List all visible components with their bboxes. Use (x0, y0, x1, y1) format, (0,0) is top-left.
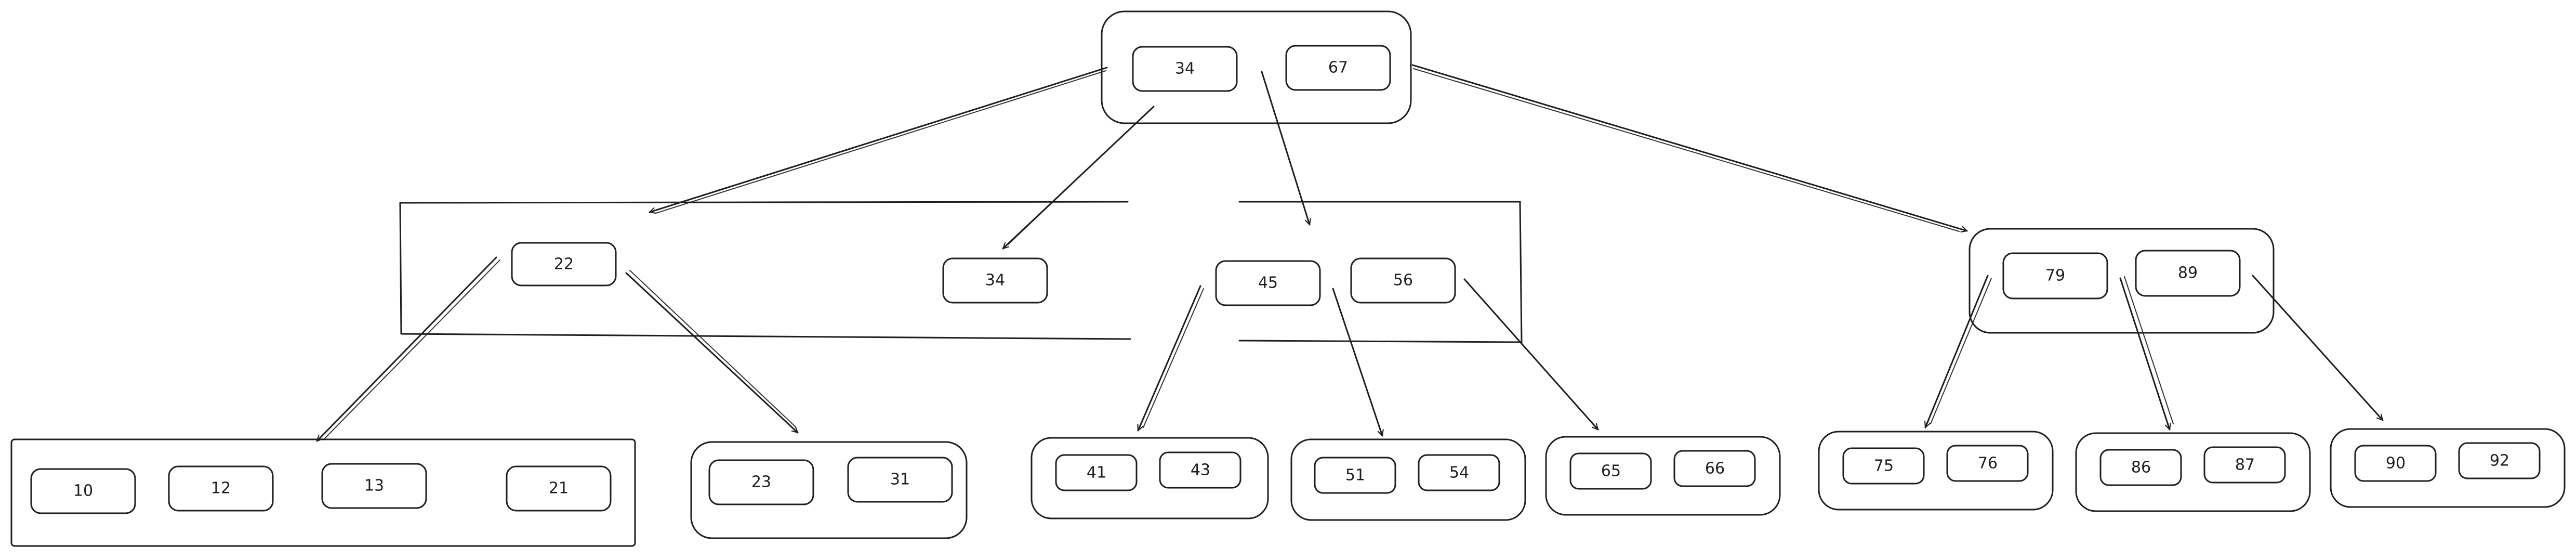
leaf-node-2 (690, 441, 968, 539)
svg-text:79: 79 (2045, 267, 2065, 285)
leaf-node-6 (1818, 431, 2054, 511)
edge-arrow (1332, 288, 1384, 437)
left-internal-node (399, 201, 1131, 340)
svg-text:21: 21 (549, 479, 569, 498)
key-box: 92 (2458, 442, 2541, 479)
key-box: 86 (2099, 449, 2182, 486)
svg-text:89: 89 (2178, 264, 2198, 282)
svg-text:31: 31 (890, 471, 910, 489)
svg-text:22: 22 (554, 255, 574, 274)
svg-text:76: 76 (1978, 454, 1998, 473)
key-box: 22 (511, 242, 617, 287)
key-box: 45 (1215, 260, 1321, 306)
svg-text:51: 51 (1345, 466, 1365, 485)
key-box: 10 (30, 468, 136, 514)
leaf-node-8 (2330, 428, 2566, 508)
edge-arrow (649, 67, 1108, 214)
key-box: 13 (321, 463, 427, 509)
svg-text:86: 86 (2131, 459, 2151, 477)
edge-arrow (1261, 71, 1312, 226)
svg-text:34: 34 (1175, 60, 1195, 78)
key-box: 34 (1132, 46, 1238, 92)
svg-text:45: 45 (1258, 274, 1278, 292)
svg-text:54: 54 (1449, 464, 1469, 482)
key-box: 31 (847, 457, 953, 503)
edge-arrow (1463, 278, 1599, 431)
edge-arrow (1002, 106, 1155, 250)
key-box: 66 (1673, 450, 1756, 487)
key-box: 56 (1350, 257, 1456, 304)
edge-arrow (1137, 285, 1204, 432)
key-box: 54 (1418, 454, 1500, 491)
svg-text:34: 34 (985, 271, 1005, 290)
leaf-node-5 (1545, 436, 1781, 516)
key-box: 65 (1569, 452, 1652, 490)
key-box: 34 (942, 257, 1048, 304)
edge-arrow (316, 256, 500, 442)
edge-arrow (625, 270, 799, 434)
svg-text:12: 12 (211, 479, 231, 498)
key-box: 41 (1055, 454, 1138, 491)
svg-text:13: 13 (364, 477, 384, 495)
key-box: 76 (1946, 445, 2029, 482)
key-box: 89 (2135, 250, 2241, 297)
edge-arrow (2119, 276, 2174, 431)
svg-text:41: 41 (1087, 464, 1106, 482)
svg-text:66: 66 (1705, 460, 1725, 478)
leaf-node-7 (2075, 432, 2311, 512)
key-box: 43 (1159, 451, 1241, 489)
key-box: 21 (506, 465, 612, 512)
svg-text:23: 23 (751, 473, 771, 491)
svg-text:56: 56 (1393, 271, 1413, 290)
key-box: 23 (708, 459, 814, 505)
key-box: 90 (2354, 445, 2437, 482)
svg-text:92: 92 (2490, 452, 2509, 470)
svg-text:87: 87 (2235, 456, 2255, 474)
key-box: 87 (2203, 446, 2286, 484)
svg-text:67: 67 (1328, 59, 1348, 77)
svg-text:75: 75 (1874, 457, 1894, 475)
key-box: 51 (1314, 457, 1396, 494)
svg-text:43: 43 (1191, 461, 1210, 479)
edge-arrow (1411, 64, 1968, 233)
leaf-node-3 (1031, 437, 1269, 519)
svg-text:65: 65 (1601, 462, 1621, 480)
middle-internal-node (1238, 201, 1523, 343)
svg-text:10: 10 (73, 482, 93, 500)
edge-arrow (1924, 275, 1992, 428)
leaf-node-4 (1290, 438, 1526, 521)
key-box: 79 (2002, 252, 2108, 300)
svg-text:90: 90 (2386, 454, 2406, 473)
key-box: 67 (1285, 45, 1391, 91)
key-box: 75 (1842, 447, 1925, 485)
key-box: 12 (168, 465, 274, 512)
right-internal-node (1969, 228, 2275, 334)
edge-arrow (2252, 275, 2384, 421)
root-node (1101, 10, 1412, 124)
